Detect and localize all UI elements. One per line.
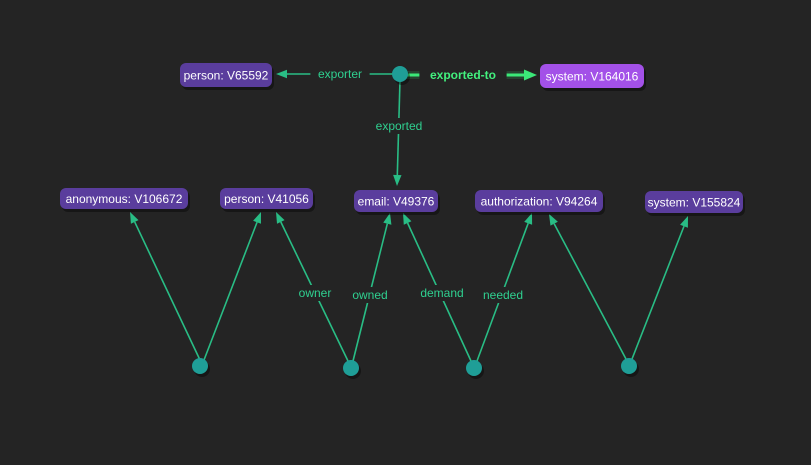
edge-exporter-label-bg <box>310 66 370 82</box>
edge-exporter-arrowhead-icon <box>276 69 287 79</box>
dot-4-circle[interactable] <box>621 358 637 374</box>
dot-2-circle[interactable] <box>343 360 359 376</box>
edge-dot1-anonymous[interactable] <box>130 212 201 361</box>
edge-exported-to-label-bg <box>419 67 507 83</box>
edge-dot4-authorization-line[interactable] <box>553 223 627 360</box>
edge-owner-label[interactable]: owner <box>299 286 332 300</box>
edge-dot4-system[interactable] <box>631 216 688 360</box>
edge-exported-label-bg <box>369 118 429 134</box>
anonymous-v106672-label: anonymous: V106672 <box>66 192 183 206</box>
edge-dot1-person-arrowhead-icon <box>253 212 261 224</box>
edge-exported-arrowhead-icon <box>393 174 402 186</box>
edge-exported-to-arrowhead-icon <box>524 69 537 81</box>
edge-needed-label[interactable]: needed <box>483 288 523 302</box>
email-v49376-label: email: V49376 <box>358 195 435 209</box>
person-v65592[interactable]: person: V65592 <box>180 63 274 90</box>
edge-dot4-authorization-arrowhead-icon <box>549 214 558 226</box>
edge-dot4-system-line[interactable] <box>631 225 685 360</box>
edge-dot1-anonymous-line[interactable] <box>133 221 201 361</box>
dot-4[interactable] <box>621 358 639 377</box>
edge-dot1-person-line[interactable] <box>203 221 258 361</box>
edge-exported-to-label[interactable]: exported-to <box>430 68 496 82</box>
edge-owned-label-group[interactable]: owned <box>350 287 390 303</box>
edge-dot1-person[interactable] <box>203 212 261 361</box>
system-v155824[interactable]: system: V155824 <box>645 191 745 216</box>
edge-owner-label-group[interactable]: owner <box>295 285 335 301</box>
edge-dot1-anonymous-arrowhead-icon <box>130 212 139 224</box>
person-v65592-box[interactable] <box>180 63 272 87</box>
dot-exporter-hub[interactable] <box>392 66 410 85</box>
person-v65592-label: person: V65592 <box>184 69 269 83</box>
edge-exported-label-group[interactable]: exported <box>369 118 429 134</box>
edge-exported-to-label-group[interactable]: exported-to <box>419 67 507 83</box>
person-v41056[interactable]: person: V41056 <box>220 188 315 212</box>
system-v155824-box[interactable] <box>645 191 743 213</box>
authorization-v94264[interactable]: authorization: V94264 <box>475 190 605 215</box>
edge-owned-label[interactable]: owned <box>352 288 387 302</box>
edge-owner-arrowhead-icon <box>276 212 285 224</box>
dot-3-circle[interactable] <box>466 360 482 376</box>
dot-1[interactable] <box>192 358 210 377</box>
edge-demand-label[interactable]: demand <box>420 286 463 300</box>
authorization-v94264-label: authorization: V94264 <box>481 195 598 209</box>
edge-owned-arrowhead-icon <box>383 213 392 225</box>
edge-exporter-label[interactable]: exporter <box>318 67 362 81</box>
system-v164016[interactable]: system: V164016 <box>540 64 646 91</box>
anonymous-v106672[interactable]: anonymous: V106672 <box>60 188 190 212</box>
edge-dot4-system-arrowhead-icon <box>680 216 688 228</box>
edge-owner-label-bg <box>295 285 335 301</box>
dot-1-circle[interactable] <box>192 358 208 374</box>
edge-exporter-label-group[interactable]: exporter <box>310 66 370 82</box>
edge-needed-label-bg <box>479 287 527 303</box>
system-v155824-label: system: V155824 <box>648 196 741 210</box>
edge-exported-label[interactable]: exported <box>376 119 423 133</box>
person-v41056-box[interactable] <box>220 188 313 209</box>
edge-needed-arrowhead-icon <box>524 213 533 225</box>
edge-needed-label-group[interactable]: needed <box>479 287 527 303</box>
dot-2[interactable] <box>343 360 361 379</box>
edge-demand-label-group[interactable]: demand <box>418 285 466 301</box>
email-v49376-box[interactable] <box>354 190 438 212</box>
authorization-v94264-box[interactable] <box>475 190 603 212</box>
edge-demand-arrowhead-icon <box>403 213 412 225</box>
dot-exporter-hub-circle[interactable] <box>392 66 408 82</box>
person-v41056-label: person: V41056 <box>224 192 309 206</box>
email-v49376[interactable]: email: V49376 <box>354 190 440 215</box>
system-v164016-box[interactable] <box>540 64 644 88</box>
edge-dot4-authorization[interactable] <box>549 214 627 360</box>
edge-demand-label-bg <box>418 285 466 301</box>
anonymous-v106672-box[interactable] <box>60 188 188 209</box>
dot-3[interactable] <box>466 360 484 379</box>
system-v164016-label: system: V164016 <box>546 70 639 84</box>
edge-owned-label-bg <box>350 287 390 303</box>
